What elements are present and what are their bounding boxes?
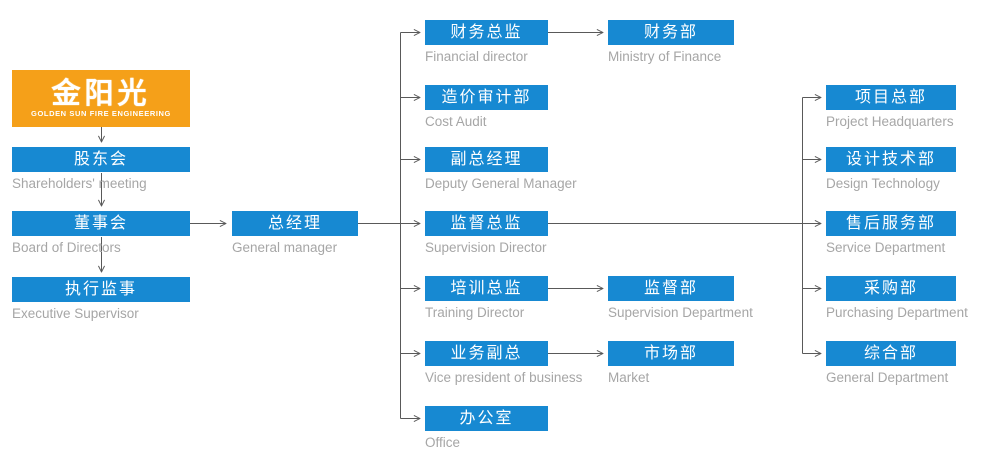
node-executive-supervisor: 执行监事 Executive Supervisor: [12, 277, 190, 321]
node-box: 市场部: [608, 341, 734, 366]
node-office: 办公室 Office: [425, 406, 548, 450]
company-logo-subtitle: GOLDEN SUN FIRE ENGINEERING: [31, 108, 171, 118]
node-label: General Department: [826, 370, 949, 385]
node-finance-department: 财务部 Ministry of Finance: [608, 20, 734, 64]
node-box: 监督部: [608, 276, 734, 301]
node-box: 副总经理: [425, 147, 548, 172]
node-cost-audit: 造价审计部 Cost Audit: [425, 85, 548, 129]
node-box: 执行监事: [12, 277, 190, 302]
node-supervision-department: 监督部 Supervision Department: [608, 276, 753, 320]
node-general-manager: 总经理 General manager: [232, 211, 358, 255]
node-box: 项目总部: [826, 85, 956, 110]
node-box: 设计技术部: [826, 147, 956, 172]
node-box: 财务部: [608, 20, 734, 45]
node-general-department: 综合部 General Department: [826, 341, 956, 385]
node-box: 总经理: [232, 211, 358, 236]
node-label: Service Department: [826, 240, 946, 255]
node-box: 股东会: [12, 147, 190, 172]
node-label: Purchasing Department: [826, 305, 968, 320]
node-label: Design Technology: [826, 176, 940, 191]
node-label: Vice president of business: [425, 370, 583, 385]
node-board-of-directors: 董事会 Board of Directors: [12, 211, 190, 255]
node-project-headquarters: 项目总部 Project Headquarters: [826, 85, 956, 129]
node-label: General manager: [232, 240, 338, 255]
node-shareholders-meeting: 股东会 Shareholders' meeting: [12, 147, 190, 191]
node-purchasing-department: 采购部 Purchasing Department: [826, 276, 968, 320]
node-label: Shareholders' meeting: [12, 176, 147, 191]
node-box: 财务总监: [425, 20, 548, 45]
middle-fan-connectors: [358, 33, 420, 419]
node-box: 董事会: [12, 211, 190, 236]
node-label: Supervision Department: [608, 305, 753, 320]
second-column-connectors: [548, 33, 603, 354]
node-label: Office: [425, 435, 461, 450]
node-box: 监督总监: [425, 211, 548, 236]
node-label: Executive Supervisor: [12, 306, 139, 321]
node-box: 售后服务部: [826, 211, 956, 236]
node-label: Project Headquarters: [826, 114, 954, 129]
node-training-director: 培训总监 Training Director: [425, 276, 548, 320]
company-logo-title: 金阳光: [51, 77, 151, 110]
node-market-department: 市场部 Market: [608, 341, 734, 385]
node-vice-president-business: 业务副总 Vice president of business: [425, 341, 583, 385]
node-label: Deputy General Manager: [425, 176, 577, 191]
node-box: 采购部: [826, 276, 956, 301]
node-label: Training Director: [425, 305, 525, 320]
node-label: Board of Directors: [12, 240, 121, 255]
node-label: Cost Audit: [425, 114, 487, 129]
node-label: Market: [608, 370, 650, 385]
node-box: 培训总监: [425, 276, 548, 301]
node-box: 综合部: [826, 341, 956, 366]
node-box: 业务副总: [425, 341, 548, 366]
node-service-department: 售后服务部 Service Department: [826, 211, 956, 255]
node-box: 办公室: [425, 406, 548, 431]
node-design-technology: 设计技术部 Design Technology: [826, 147, 956, 191]
node-box: 造价审计部: [425, 85, 548, 110]
node-supervision-director: 监督总监 Supervision Director: [425, 211, 548, 255]
node-deputy-general-manager: 副总经理 Deputy General Manager: [425, 147, 577, 191]
node-label: Financial director: [425, 49, 528, 64]
node-label: Ministry of Finance: [608, 49, 722, 64]
node-label: Supervision Director: [425, 240, 547, 255]
node-financial-director: 财务总监 Financial director: [425, 20, 548, 64]
company-logo: 金阳光 GOLDEN SUN FIRE ENGINEERING: [12, 70, 190, 127]
